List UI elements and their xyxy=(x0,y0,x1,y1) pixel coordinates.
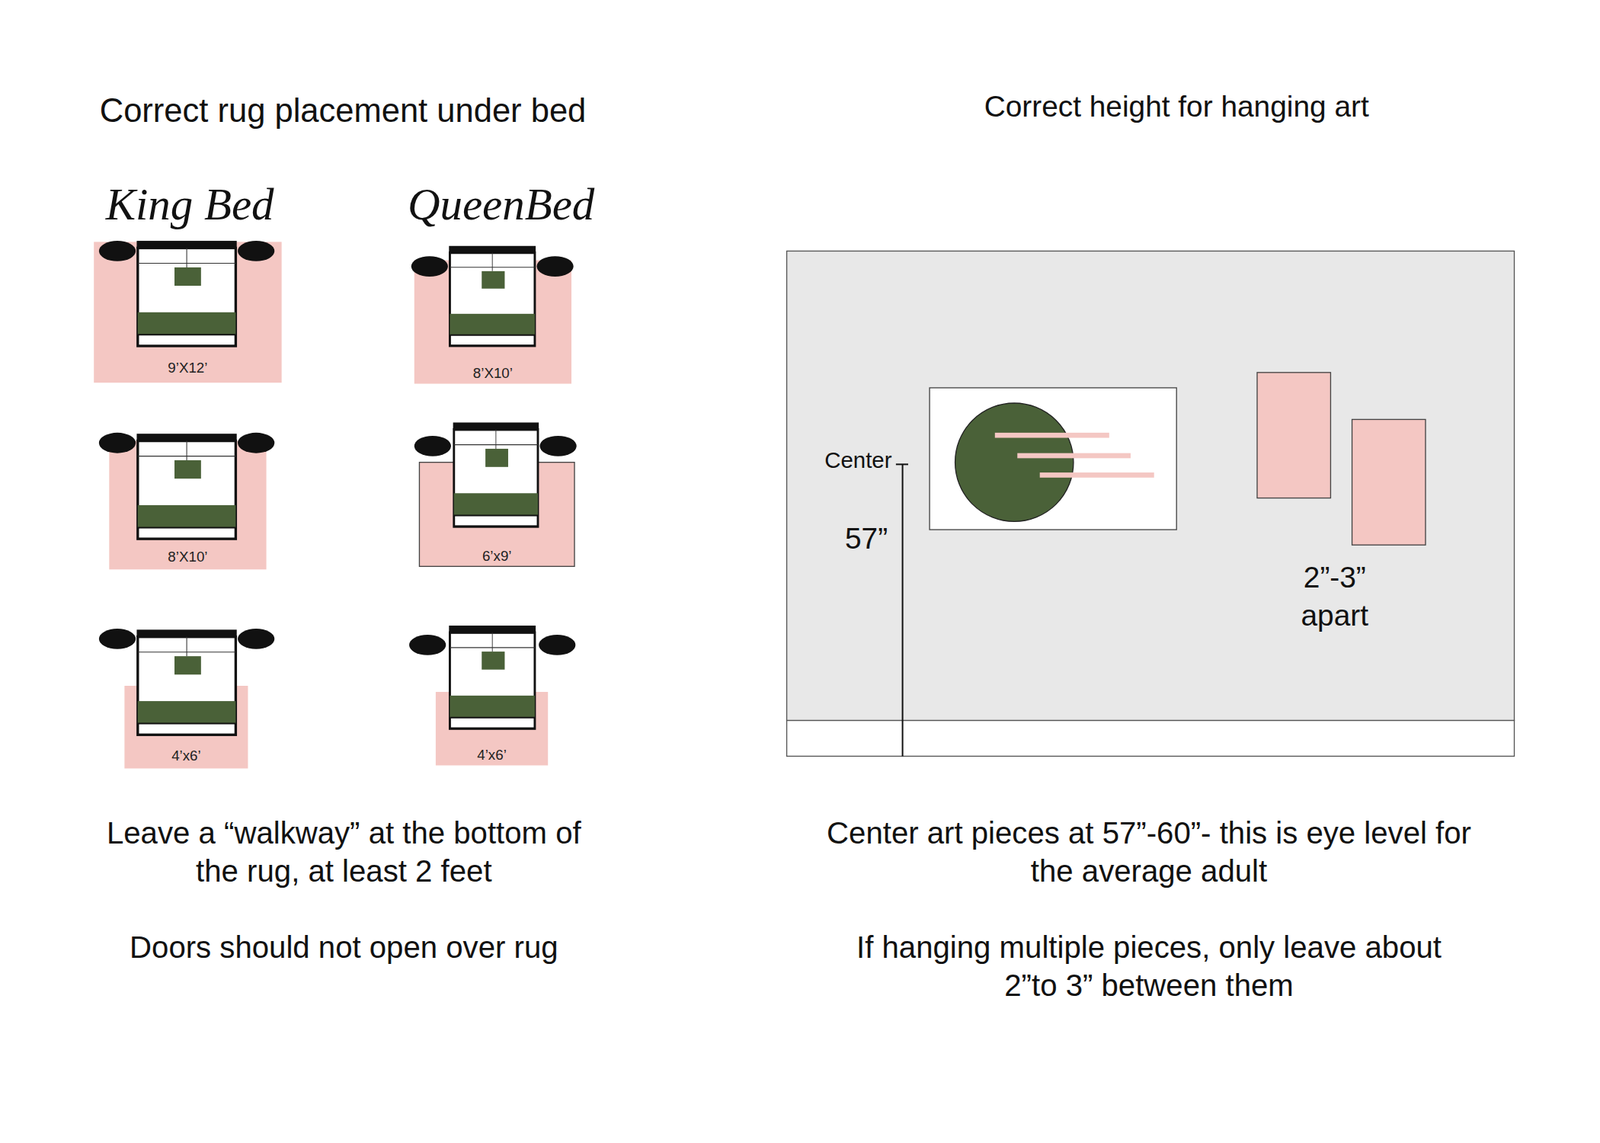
rug-size: 9’X12’ xyxy=(93,359,282,378)
rug-size: 4’x6’ xyxy=(124,747,248,765)
rug-note: Leave a “walkway” at the bottom of the r… xyxy=(83,814,605,890)
wall-elevation xyxy=(787,250,1515,756)
rug: 8’X10’ xyxy=(414,260,572,384)
rug-note: Doors should not open over rug xyxy=(128,928,559,967)
script-heading: QueenBed xyxy=(407,177,595,232)
rug: 4’x6’ xyxy=(124,685,248,768)
rug: 9’X12’ xyxy=(93,241,282,383)
rug-size: 8’X10’ xyxy=(108,548,266,567)
rug-size: 4’x6’ xyxy=(435,746,548,765)
nightstands xyxy=(99,240,577,656)
rug: 6’x9’ xyxy=(419,462,575,567)
section-title: Correct height for hanging art xyxy=(984,89,1370,125)
center-label: Center xyxy=(824,446,892,474)
beds xyxy=(136,240,539,735)
rug: 4’x6’ xyxy=(435,691,548,765)
art-note: If hanging multiple pieces, only leave a… xyxy=(830,928,1469,1005)
art-note: Center art pieces at 57”-60”- this is ey… xyxy=(822,814,1476,890)
section-title: Correct rug placement under bed xyxy=(99,90,587,131)
script-heading: King Bed xyxy=(105,177,275,232)
spacing-note: 2”-3” apart xyxy=(1283,558,1386,636)
rug: 8’X10’ xyxy=(108,441,266,570)
rug-size: 8’X10’ xyxy=(414,364,572,383)
height-dimension: 57” xyxy=(844,521,888,557)
rug-size: 6’x9’ xyxy=(419,547,575,566)
art-pieces xyxy=(929,372,1426,545)
